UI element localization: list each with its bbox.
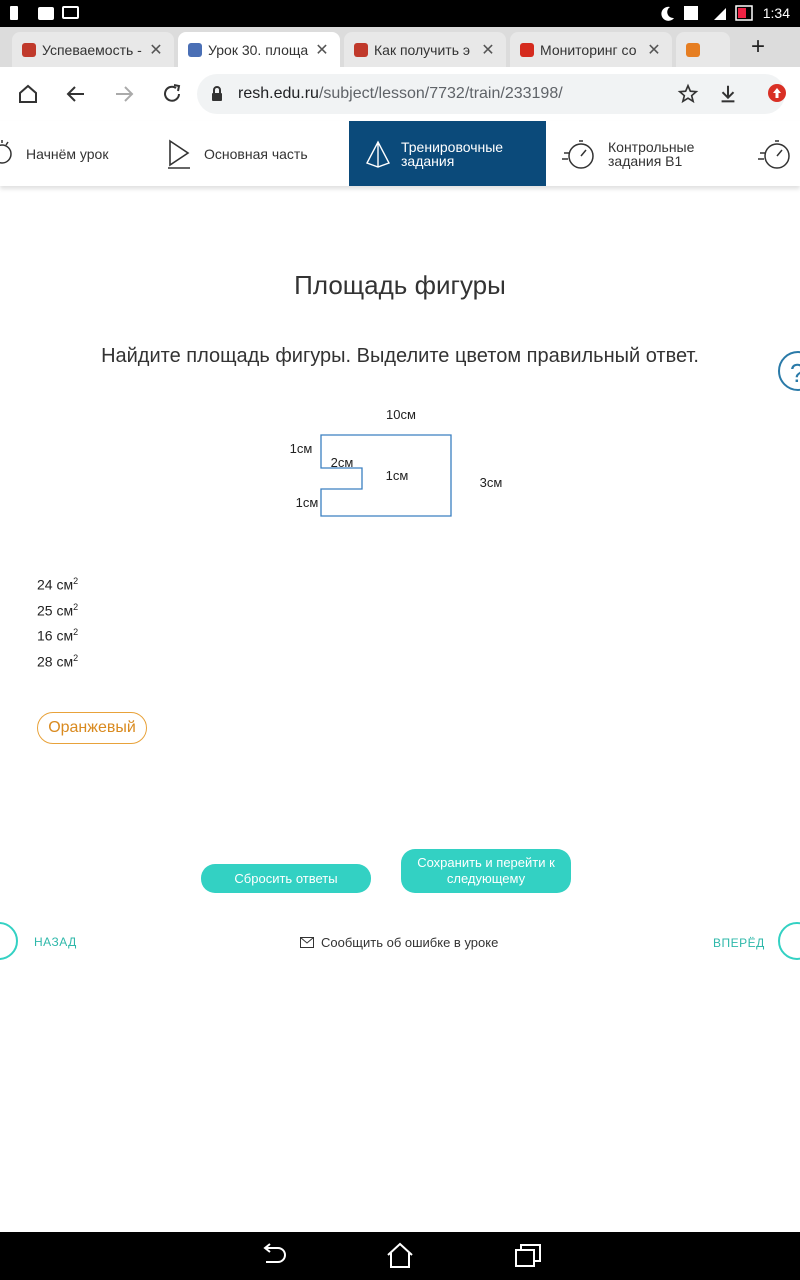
- nav-label: Основная часть: [204, 145, 308, 162]
- home-icon[interactable]: [16, 82, 40, 106]
- envelope-icon: [300, 937, 314, 948]
- site-favicon-icon: [354, 42, 368, 57]
- close-icon[interactable]: ✕: [315, 41, 329, 59]
- star-icon[interactable]: [677, 83, 699, 105]
- play-icon: [168, 139, 190, 169]
- answer-option[interactable]: 28 см2: [37, 653, 78, 670]
- back-arrow-button[interactable]: [0, 922, 18, 960]
- report-error-link[interactable]: Сообщить об ошибке в уроке: [300, 935, 498, 950]
- system-indicators: [661, 5, 753, 21]
- answer-text: 28 см: [37, 653, 74, 670]
- lock-icon: [212, 86, 222, 101]
- shape-figure: 10см 1см 2см 1см 1см 3см: [290, 407, 503, 517]
- new-tab-button[interactable]: +: [750, 33, 765, 60]
- tab-title: Успеваемость -: [42, 41, 142, 58]
- nav-label: Начнём урок: [26, 145, 109, 162]
- answer-text: 16 см: [37, 627, 74, 644]
- report-text: Сообщить об ошибке в уроке: [321, 935, 499, 950]
- stopwatch-icon: [758, 139, 790, 169]
- nav-control-tasks-b2[interactable]: [758, 121, 800, 186]
- url-domain: resh.edu.ru: [238, 85, 319, 102]
- nav-control-tasks[interactable]: Контрольные задания В1: [562, 121, 742, 186]
- tab-title: Как получить э: [374, 41, 471, 58]
- forward-link[interactable]: ВПЕРЁД: [713, 936, 765, 950]
- bulb-icon: [0, 139, 12, 164]
- tab-title: Мониторинг со: [540, 41, 637, 58]
- pyramid-icon: [366, 139, 390, 168]
- reset-answers-button[interactable]: Сбросить ответы: [201, 864, 371, 893]
- back-link[interactable]: НАЗАД: [34, 935, 77, 949]
- figure-outline: [320, 434, 452, 517]
- stopwatch-icon: [562, 139, 594, 169]
- download-icon[interactable]: [717, 83, 739, 105]
- tab-title: Урок 30. площа: [208, 41, 309, 58]
- status-bar: 1:34: [0, 0, 800, 27]
- save-next-button[interactable]: Сохранить и перейти к следующему: [401, 849, 571, 893]
- nav-main-part[interactable]: Основная часть: [166, 121, 346, 186]
- tab-strip: Успеваемость - ✕ Урок 30. площа ✕ Как по…: [0, 27, 800, 67]
- image-notification-icon: [62, 6, 79, 19]
- answer-option[interactable]: 24 см2: [37, 576, 78, 593]
- close-icon[interactable]: ✕: [481, 41, 495, 59]
- site-favicon-icon: [22, 42, 36, 57]
- browser-toolbar: resh.edu.ru/subject/lesson/7732/train/23…: [0, 67, 800, 122]
- question-text: Найдите площадь фигуры. Выделите цветом …: [101, 345, 699, 367]
- answer-option[interactable]: 16 см2: [37, 627, 78, 644]
- label-center: 1см: [386, 468, 409, 483]
- answer-text: 25 см: [37, 602, 74, 619]
- color-option-orange[interactable]: Оранжевый: [37, 712, 147, 744]
- forward-arrow-icon[interactable]: [112, 82, 136, 106]
- system-nav-bar: [0, 1232, 800, 1280]
- site-favicon-icon: [188, 42, 202, 57]
- forward-arrow-button[interactable]: [778, 922, 800, 960]
- url-path: /subject/lesson/7732/train/233198/: [318, 85, 563, 102]
- nav-label: Тренировочные задания: [401, 138, 504, 169]
- notification-icons: [10, 6, 54, 20]
- tab-uspevaemost[interactable]: Успеваемость - ✕: [12, 32, 174, 67]
- answer-text: 24 см: [37, 576, 74, 593]
- label-left-top: 1см: [290, 441, 313, 456]
- answer-exponent: 2: [73, 576, 79, 586]
- close-icon[interactable]: ✕: [149, 41, 163, 59]
- nav-start-lesson[interactable]: Начнём урок: [0, 121, 150, 186]
- answer-exponent: 2: [73, 627, 79, 637]
- update-icon[interactable]: [767, 83, 787, 103]
- fox-favicon-icon: [686, 42, 700, 57]
- lesson-nav: Начнём урок Основная часть Тренировочные…: [0, 121, 800, 186]
- nav-label: Контрольные задания В1: [608, 138, 695, 169]
- back-arrow-icon[interactable]: [64, 82, 88, 106]
- label-top: 10см: [386, 407, 416, 422]
- tab-monitoring[interactable]: Мониторинг со ✕: [510, 32, 672, 67]
- label-notch-width: 2см: [331, 455, 354, 470]
- tab-kak-poluchit[interactable]: Как получить э ✕: [344, 32, 506, 67]
- reload-icon[interactable]: [160, 82, 184, 106]
- nav-training-tasks[interactable]: Тренировочные задания: [349, 121, 546, 186]
- recents-icon[interactable]: [513, 1242, 543, 1270]
- tab-urok-30[interactable]: Урок 30. площа ✕: [178, 32, 340, 67]
- label-left-bottom: 1см: [296, 495, 319, 510]
- label-right: 3см: [480, 475, 503, 490]
- address-bar[interactable]: resh.edu.ru/subject/lesson/7732/train/23…: [197, 74, 785, 114]
- tab-metamask[interactable]: [676, 32, 730, 67]
- clock: 1:34: [762, 5, 790, 21]
- back-icon[interactable]: [258, 1242, 288, 1270]
- page-title: Площадь фигуры: [294, 270, 506, 300]
- answer-exponent: 2: [73, 653, 79, 663]
- url-text: resh.edu.ru/subject/lesson/7732/train/23…: [238, 85, 563, 103]
- close-icon[interactable]: ✕: [647, 41, 661, 59]
- answer-exponent: 2: [73, 602, 79, 612]
- home-icon[interactable]: [385, 1241, 415, 1271]
- answer-option[interactable]: 25 см2: [37, 602, 78, 619]
- site-favicon-icon: [520, 42, 534, 57]
